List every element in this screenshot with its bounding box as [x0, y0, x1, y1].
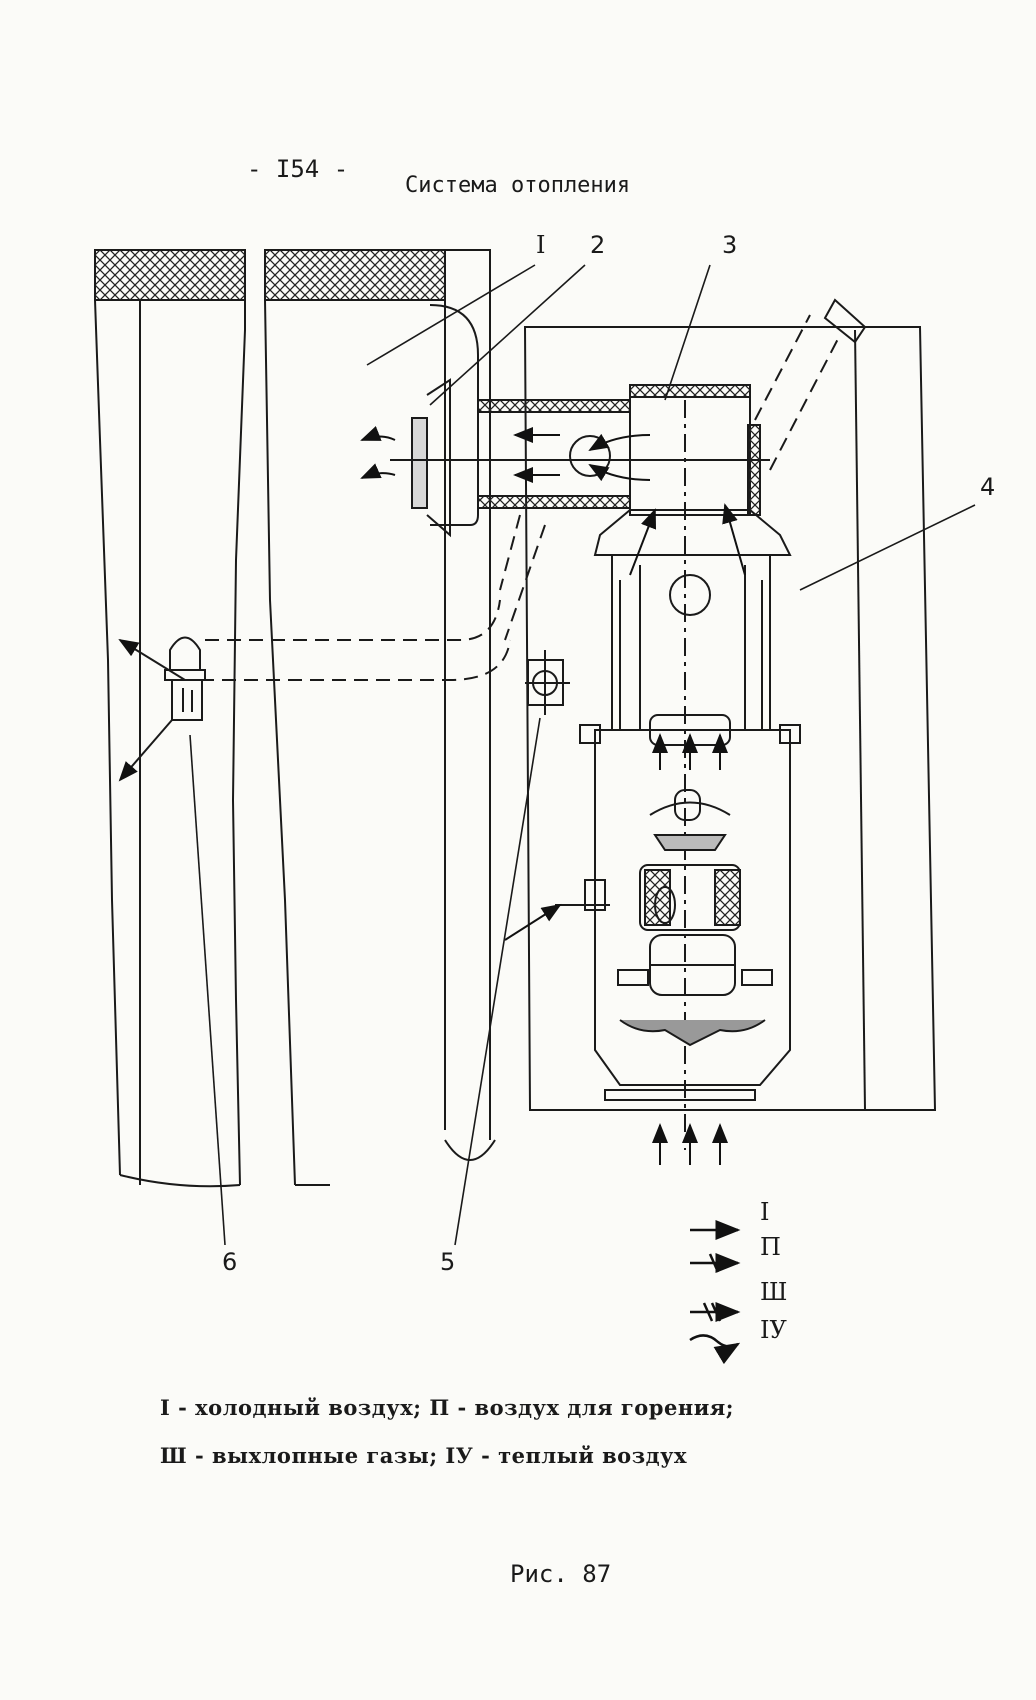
legend-line-1: I - холодный воздух; П - воздух для горе…	[160, 1395, 735, 1420]
glow-plug	[525, 650, 570, 715]
key-label-3: Ш	[760, 1278, 787, 1306]
key-label-1: I	[760, 1198, 769, 1226]
legend-line-2: Ш - выхлопные газы; IУ - теплый воздух	[160, 1443, 688, 1468]
figure-caption: Рис. 87	[510, 1560, 612, 1588]
callout-5: 5	[440, 1248, 455, 1276]
page-number: - I54 -	[247, 155, 349, 183]
callout-6: 6	[222, 1248, 237, 1276]
key-label-4: IУ	[760, 1316, 787, 1344]
key-label-2: П	[760, 1233, 781, 1261]
thermostat-sensor	[118, 636, 206, 782]
arrow-key	[689, 1220, 741, 1365]
callout-1: I	[536, 231, 545, 259]
flow-arrows	[360, 426, 746, 1165]
heater-housing	[523, 298, 937, 1111]
burner-assembly	[555, 509, 801, 1101]
callout-4: 4	[980, 473, 995, 501]
exhaust-pipe	[200, 314, 841, 681]
page-title: Система отопления	[405, 173, 631, 198]
outlet-duct	[390, 378, 770, 1150]
leader-lines	[189, 264, 976, 1246]
callout-2: 2	[590, 231, 605, 259]
callout-3: 3	[722, 231, 737, 259]
seat-panel-left	[94, 249, 246, 1188]
seat-panel-right	[264, 249, 496, 1186]
